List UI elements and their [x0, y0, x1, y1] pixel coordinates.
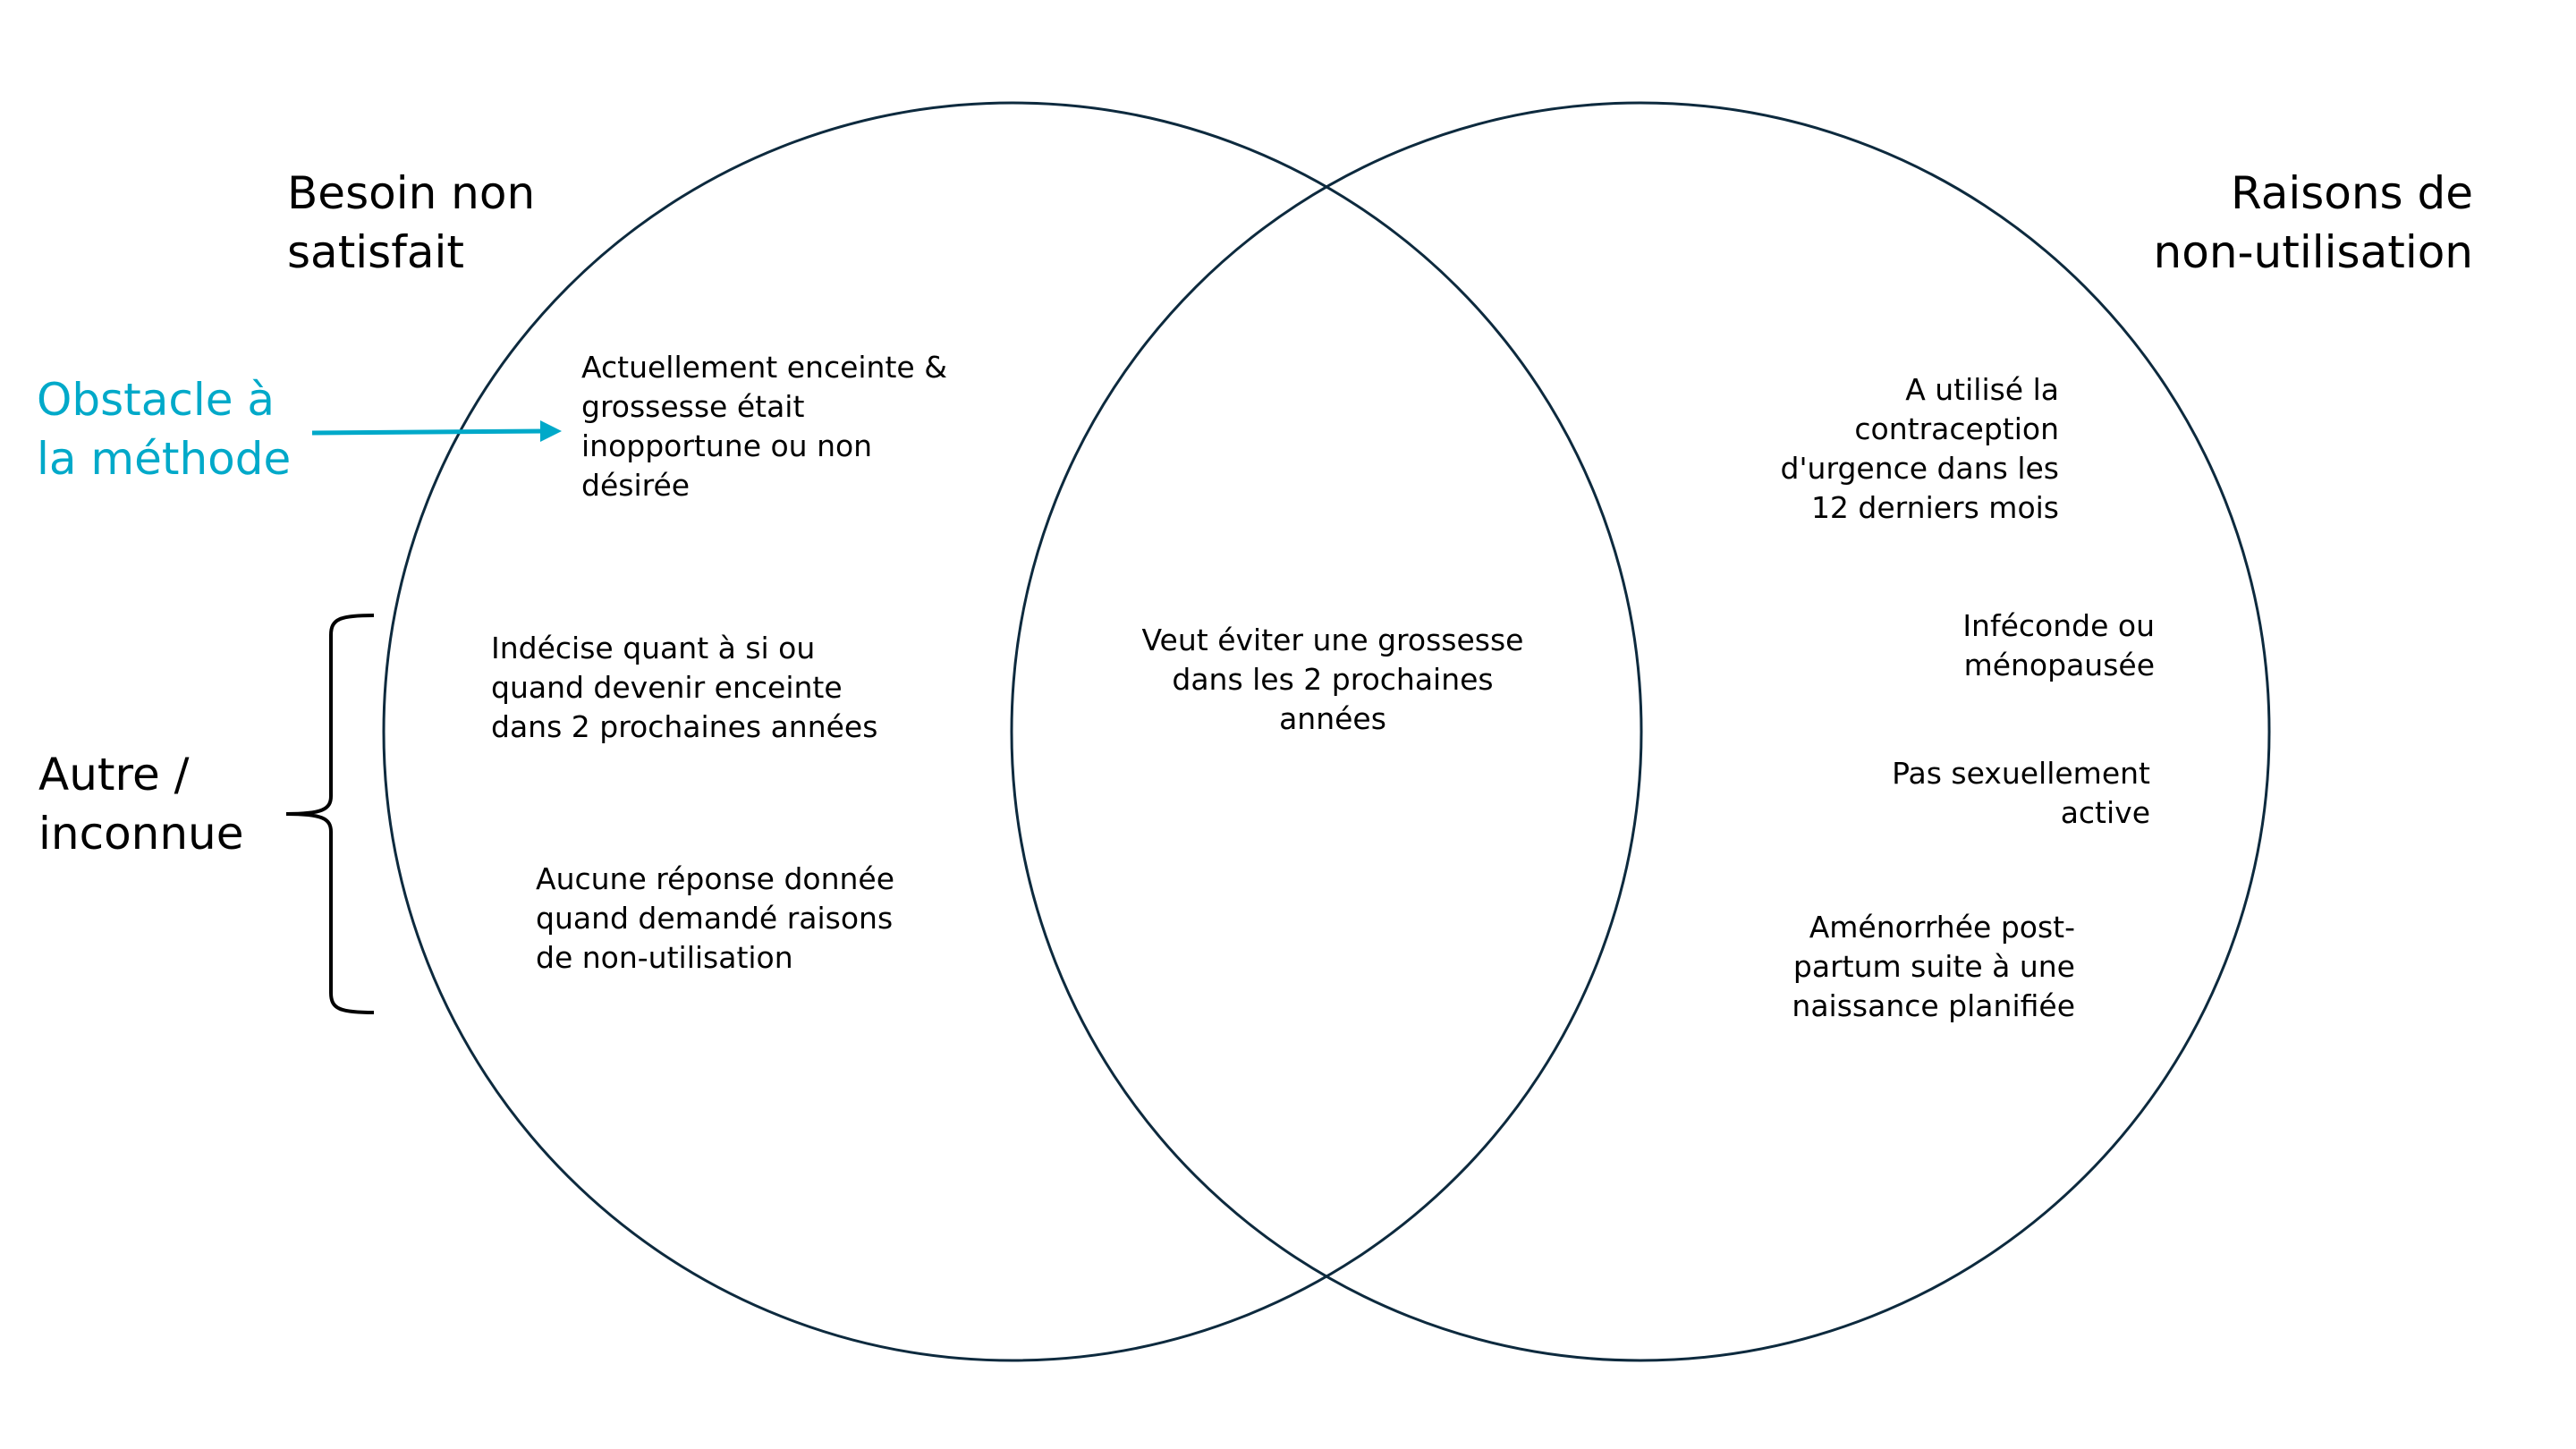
item-line: de non-utilisation [536, 940, 793, 975]
right-circle-title: Raisons de non-utilisation [2154, 164, 2473, 282]
item-line: quand devenir enceinte [491, 670, 843, 705]
label-line: Autre / [38, 749, 190, 801]
obstacle-label: Obstacle à la méthode [37, 370, 291, 488]
item-line: Indécise quant à si ou [491, 631, 816, 665]
right-circle [1010, 101, 2271, 1362]
item-line: Inféconde ou [1962, 608, 2155, 643]
item-line: d'urgence dans les [1780, 451, 2059, 486]
item-emergency-contraception: A utilisé la contraception d'urgence dan… [1781, 370, 2059, 528]
left-circle [382, 101, 1643, 1362]
item-line: inopportune ou non [581, 428, 873, 463]
item-line: années [1279, 701, 1386, 736]
item-line: Aménorrhée post- [1809, 910, 2075, 945]
title-line: Raisons de [2231, 167, 2473, 219]
item-line: naissance planifiée [1792, 988, 2075, 1023]
item-not-sexually-active: Pas sexuellement active [1892, 754, 2150, 833]
item-line: Aucune réponse donnée [536, 861, 895, 896]
item-line: Veut éviter une grossesse [1141, 623, 1524, 657]
item-line: grossesse était [581, 389, 805, 424]
item-line: ménopausée [1963, 648, 2155, 682]
other-label: Autre / inconnue [38, 745, 244, 863]
item-line: quand demandé raisons [536, 901, 894, 936]
item-line: désirée [581, 468, 691, 503]
left-circle-title: Besoin non satisfait [287, 164, 535, 282]
item-no-answer: Aucune réponse donnée quand demandé rais… [536, 860, 894, 978]
title-line: satisfait [287, 226, 464, 278]
brace-icon [285, 614, 375, 1014]
item-line: Pas sexuellement [1892, 756, 2150, 791]
item-line: Actuellement enceinte & [581, 350, 947, 385]
item-line: partum suite à une [1792, 949, 2075, 984]
arrow-icon [311, 420, 562, 442]
item-pregnant: Actuellement enceinte & grossesse était … [581, 348, 947, 505]
item-avoid-pregnancy: Veut éviter une grossesse dans les 2 pro… [1109, 621, 1556, 739]
item-line: active [2060, 795, 2150, 830]
item-line: 12 derniers mois [1810, 490, 2059, 525]
label-line: Obstacle à [37, 374, 275, 426]
item-line: dans les 2 prochaines [1172, 662, 1494, 697]
item-line: contraception [1854, 411, 2059, 446]
label-line: inconnue [38, 808, 244, 860]
item-infecund: Inféconde ou ménopausée [1962, 606, 2155, 685]
title-line: Besoin non [287, 167, 536, 219]
item-line: dans 2 prochaines années [491, 709, 878, 744]
item-amenorrhea: Aménorrhée post- partum suite à une nais… [1792, 908, 2075, 1026]
title-line: non-utilisation [2153, 226, 2473, 278]
item-undecided: Indécise quant à si ou quand devenir enc… [491, 629, 877, 747]
item-line: A utilisé la [1905, 372, 2059, 407]
label-line: la méthode [37, 433, 292, 485]
